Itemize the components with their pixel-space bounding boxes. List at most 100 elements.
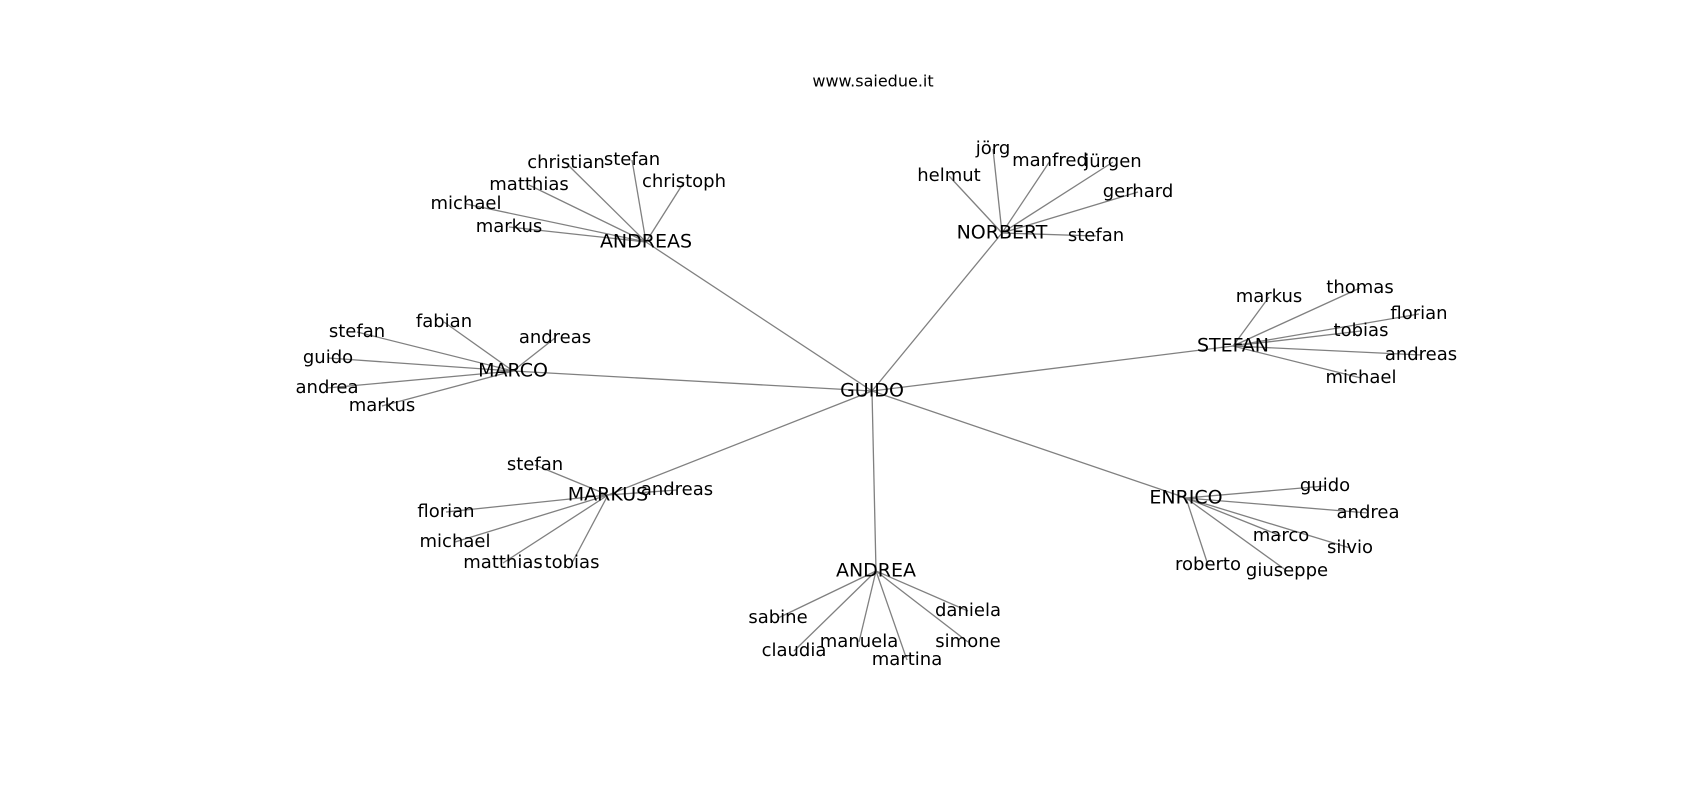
leaf-node-andrea-4: simone — [935, 631, 1000, 652]
edge-enrico-4 — [1185, 497, 1209, 566]
leaf-node-marco-2: andreas — [519, 327, 591, 348]
edge-andreas-3 — [528, 184, 647, 243]
leaf-node-norbert-3: helmut — [917, 165, 980, 186]
edge-enrico-0 — [1185, 485, 1326, 499]
leaf-node-andreas-1: stefan — [604, 149, 660, 170]
site-title: www.saiedue.it — [812, 72, 933, 91]
edge-marco-0 — [443, 321, 514, 372]
hub-node-marco: MARCO — [478, 360, 548, 382]
edge-marco-2 — [512, 337, 556, 372]
edge-norbert-2 — [1001, 161, 1114, 234]
leaf-node-markus-5: tobias — [545, 552, 600, 573]
edge-root-enrico — [871, 390, 1187, 499]
edge-andreas-4 — [465, 203, 647, 243]
leaf-node-norbert-5: stefan — [1068, 225, 1124, 246]
edge-enrico-2 — [1185, 497, 1282, 537]
edge-layer — [326, 148, 1422, 661]
edge-markus-4 — [502, 494, 609, 564]
leaf-node-norbert-0: jörg — [975, 138, 1011, 159]
edge-stefan-3 — [1232, 330, 1362, 347]
edge-marco-3 — [327, 357, 514, 372]
edge-marco-1 — [356, 331, 514, 372]
leaf-node-andrea-0: sabine — [748, 607, 807, 628]
edge-markus-0 — [534, 464, 609, 496]
leaf-node-enrico-2: marco — [1253, 525, 1309, 546]
edge-norbert-4 — [1001, 191, 1139, 234]
edge-markus-1 — [607, 489, 678, 496]
hub-node-andreas: ANDREAS — [600, 231, 692, 253]
edge-andrea-2 — [793, 570, 877, 652]
edge-root-stefan — [871, 345, 1234, 392]
edge-root-norbert — [871, 232, 1003, 392]
leaf-node-marco-1: stefan — [329, 321, 385, 342]
leaf-node-andreas-0: christian — [527, 152, 605, 173]
edge-andreas-0 — [565, 162, 647, 243]
edge-markus-2 — [445, 494, 609, 513]
edge-markus-5 — [571, 494, 609, 564]
leaf-node-stefan-5: michael — [1326, 367, 1397, 388]
leaf-node-enrico-3: silvio — [1327, 537, 1373, 558]
leaf-node-stefan-3: tobias — [1334, 320, 1389, 341]
leaf-node-markus-0: stefan — [507, 454, 563, 475]
edge-marco-4 — [326, 370, 514, 389]
leaf-node-andreas-4: michael — [431, 193, 502, 214]
leaf-node-andreas-3: matthias — [489, 174, 569, 195]
edge-root-andrea — [871, 390, 877, 572]
leaf-node-stefan-0: markus — [1236, 286, 1303, 307]
edge-andrea-5 — [875, 570, 908, 661]
leaf-node-markus-2: florian — [417, 501, 474, 522]
edge-andrea-4 — [875, 570, 969, 643]
leaf-node-andrea-1: daniela — [935, 600, 1001, 621]
leaf-node-enrico-1: andrea — [1337, 502, 1400, 523]
leaf-node-stefan-2: florian — [1390, 303, 1447, 324]
leaf-node-norbert-2: jürgen — [1083, 151, 1141, 172]
edge-stefan-4 — [1232, 345, 1422, 356]
leaf-node-markus-3: michael — [420, 531, 491, 552]
leaf-node-andreas-2: christoph — [642, 171, 726, 192]
edge-stefan-1 — [1232, 287, 1361, 347]
leaf-node-andreas-5: markus — [476, 216, 543, 237]
edge-andreas-2 — [645, 181, 685, 243]
leaf-node-markus-4: matthias — [463, 552, 543, 573]
edge-norbert-0 — [992, 148, 1003, 234]
leaf-node-enrico-0: guido — [1300, 475, 1350, 496]
leaf-node-marco-5: markus — [349, 395, 416, 416]
edge-stefan-5 — [1232, 345, 1362, 379]
leaf-node-stefan-4: andreas — [1385, 344, 1457, 365]
leaf-node-andrea-5: martina — [872, 649, 942, 670]
hub-node-stefan: STEFAN — [1197, 335, 1269, 357]
leaf-node-marco-3: guido — [303, 347, 353, 368]
edge-norbert-5 — [1001, 232, 1097, 237]
leaf-node-norbert-4: gerhard — [1103, 181, 1174, 202]
edge-andrea-0 — [777, 570, 877, 619]
root-node-label: GUIDO — [840, 380, 904, 402]
hub-node-norbert: NORBERT — [957, 222, 1048, 244]
edge-stefan-2 — [1232, 313, 1420, 347]
leaf-node-markus-1: andreas — [641, 479, 713, 500]
leaf-node-enrico-5: giuseppe — [1246, 560, 1328, 581]
leaf-node-norbert-1: manfred — [1012, 150, 1088, 171]
edge-markus-3 — [454, 494, 609, 543]
leaf-node-enrico-4: roberto — [1175, 554, 1241, 575]
leaf-node-andrea-3: manuela — [820, 631, 899, 652]
edge-andrea-1 — [875, 570, 969, 612]
edge-norbert-3 — [948, 175, 1003, 234]
edge-stefan-0 — [1232, 296, 1270, 347]
hub-node-markus: MARKUS — [568, 484, 649, 506]
edge-norbert-1 — [1001, 160, 1051, 234]
edge-root-andreas — [645, 241, 873, 392]
edge-root-marco — [512, 370, 873, 392]
leaf-node-marco-4: andrea — [296, 377, 359, 398]
hub-node-andrea: ANDREA — [836, 560, 916, 582]
edge-marco-5 — [381, 370, 514, 407]
edge-andreas-5 — [508, 226, 647, 243]
edge-enrico-1 — [1185, 497, 1369, 514]
leaf-node-marco-0: fabian — [416, 311, 472, 332]
leaf-node-stefan-1: thomas — [1326, 277, 1393, 298]
leaf-node-andrea-2: claudia — [762, 640, 827, 661]
edge-andrea-3 — [858, 570, 877, 643]
hub-node-enrico: ENRICO — [1149, 487, 1222, 509]
edge-enrico-3 — [1185, 497, 1351, 549]
